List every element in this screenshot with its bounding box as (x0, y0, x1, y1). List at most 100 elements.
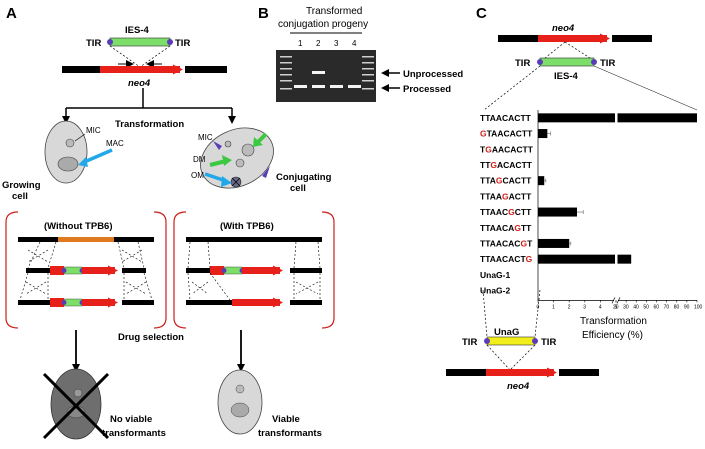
c-unag-insert-dash-right (509, 344, 536, 371)
c-unag-tir-right-marker (532, 338, 538, 344)
wo-construct-1 (26, 265, 146, 276)
om-blue-arrowhead (221, 176, 232, 187)
category-label: TTAACACTG (480, 254, 533, 264)
bar (538, 207, 577, 217)
w-crossover-lines (187, 241, 321, 301)
conj-mic-pointer (213, 141, 222, 150)
gel-title-1: Transformed (306, 6, 362, 17)
ies4-element (109, 37, 171, 47)
axis-break-mark (611, 297, 616, 304)
mic-label: MIC (86, 126, 101, 135)
bar (538, 176, 545, 186)
tir-left-label: TIR (86, 38, 101, 49)
x-tick-label: 70 (664, 304, 670, 310)
gel-lane-2: 2 (316, 39, 321, 48)
conj-dm-1 (241, 143, 255, 157)
gel-ladder-left (280, 56, 292, 90)
c-unag-tir-left-label: TIR (462, 337, 477, 348)
x-tick-label: 5 (615, 304, 618, 310)
gel-title-2: conjugation progeny (278, 19, 368, 30)
x-tick-label: 80 (674, 304, 680, 310)
viable-label-2: transformants (258, 428, 322, 439)
drug-selection-label: Drug selection (118, 332, 184, 343)
x-tick-label: 3 (583, 304, 586, 310)
gel-image (276, 50, 376, 102)
category-label: UnaG-2 (480, 286, 511, 296)
bar (538, 129, 548, 139)
without-tpb6-label: (Without TPB6) (44, 221, 113, 232)
x-tick-label: 40 (633, 304, 639, 310)
x-tick-label: 50 (643, 304, 649, 310)
conj-mic (224, 140, 232, 148)
tir-left-marker (107, 39, 113, 45)
panel-c-label: C (476, 5, 487, 22)
category-label: TTAACACGT (480, 238, 533, 248)
axis-break-mark (616, 297, 621, 304)
viable-cell-mic (235, 384, 245, 394)
growing-cell-label-1: Growing (2, 180, 41, 191)
dm-green-arrowhead (222, 155, 232, 166)
c-neo4-top-label: neo4 (552, 23, 575, 34)
unprocessed-label: Unprocessed (403, 69, 463, 80)
processed-label: Processed (403, 84, 451, 95)
no-viable-label-2: transformants (102, 428, 166, 439)
c-tir-left-label: TIR (515, 58, 530, 69)
growing-cell-mac (57, 156, 79, 172)
bar-break-gap (615, 253, 618, 265)
x-tick-label: 20 (613, 304, 619, 310)
c-ies4-element (539, 57, 595, 67)
mac-blue-arrowhead (78, 157, 88, 167)
w-construct-2 (186, 297, 322, 308)
transformation-efficiency-chart: TTAACACTTGTAACACTTTGAACACTTTTGACACTTTTAG… (480, 110, 703, 310)
w-construct-1 (186, 265, 322, 276)
wo-chrom-top-left (18, 237, 58, 242)
x-tick-label: 1 (552, 304, 555, 310)
c-tir-right-marker (591, 59, 597, 65)
tir-right-label: TIR (175, 38, 190, 49)
transformation-label: Transformation (115, 119, 184, 130)
gel-lane-4: 4 (352, 39, 357, 48)
conj-cell-label-1: Conjugating (276, 172, 332, 183)
without-tpb6-bracket-left (5, 211, 19, 329)
c-top-dash-left (544, 41, 566, 59)
band-lane2-processed (312, 85, 325, 88)
bar (538, 238, 570, 248)
top-green-arrowhead (253, 137, 263, 147)
c-unag-element (486, 336, 536, 346)
viable-cell-mac (230, 402, 250, 418)
x-tick-label: 100 (694, 304, 703, 310)
bar-break-gap (615, 112, 618, 124)
c-bottom-flank-left (446, 369, 488, 376)
category-label: TTAACGCTT (480, 207, 532, 217)
x-tick-label: 30 (623, 304, 629, 310)
c-unag-tir-right-label: TIR (541, 337, 556, 348)
c-top-flank-right (612, 35, 652, 42)
c-ies4-label: IES-4 (554, 71, 578, 82)
c-unag-label: UnaG (494, 327, 519, 338)
dead-cell-mic (73, 388, 83, 398)
wo-construct-2 (18, 297, 154, 308)
gel-lane-3: 3 (334, 39, 339, 48)
x-tick-label: 60 (654, 304, 660, 310)
category-label: TTAGCACTT (480, 176, 532, 186)
flank-left (62, 66, 102, 73)
conj-mic-label: MIC (198, 133, 213, 142)
om-label: OM (191, 171, 204, 180)
c-zoom-dash-right (593, 65, 698, 111)
c-unag-dash-right (534, 289, 541, 338)
category-label: UnaG-1 (480, 270, 511, 280)
wo-chrom-top-mid (58, 237, 114, 242)
x-tick-label: 90 (684, 304, 690, 310)
no-viable-label-1: No viable (110, 414, 152, 425)
wo-crossover-lines (19, 241, 153, 301)
om-cross-2 (231, 177, 241, 187)
viable-label-1: Viable (272, 414, 300, 425)
panel-b-label: B (258, 5, 269, 22)
category-label: TTGACACTT (480, 160, 533, 170)
category-label: GTAACACTT (480, 129, 533, 139)
wo-chrom-top-right (114, 237, 154, 242)
c-top-flank-left (498, 35, 540, 42)
c-tir-right-label: TIR (600, 58, 615, 69)
c-xlabel-2: Efficiency (%) (582, 330, 643, 341)
c-top-dash-right (564, 41, 591, 59)
